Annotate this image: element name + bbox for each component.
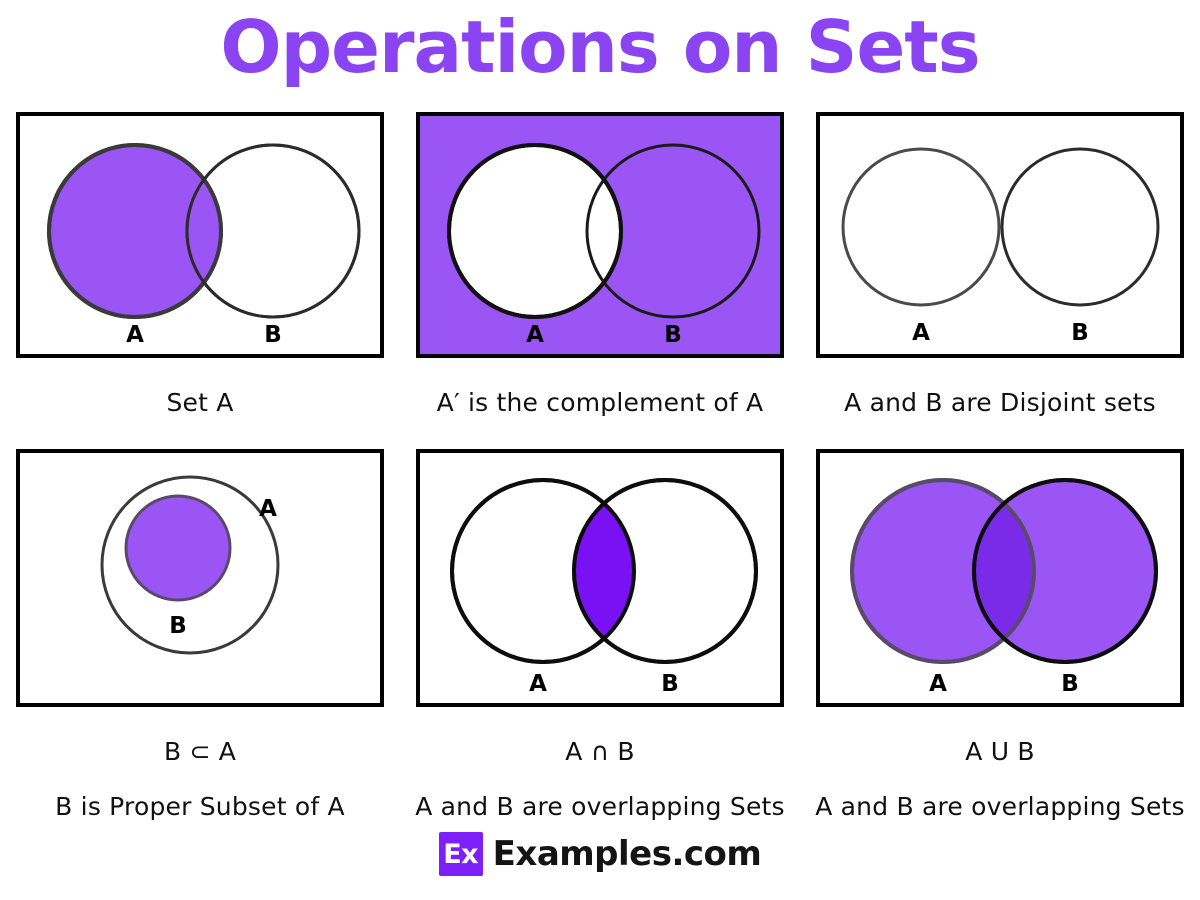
panel-union: A B A U B A and B are overlapping Sets bbox=[800, 449, 1200, 821]
caption-disjoint: A and B are Disjoint sets bbox=[844, 388, 1156, 417]
circle-a-outline bbox=[47, 143, 223, 319]
venn-diagram-complement: A B bbox=[416, 112, 784, 358]
panel-complement-of-a: A B A′ is the complement of A bbox=[400, 112, 800, 417]
caption-set-a: Set A bbox=[166, 388, 234, 417]
caption-union-formula: A U B bbox=[965, 737, 1035, 766]
overlap-region bbox=[974, 480, 1034, 662]
circle-b-outline bbox=[572, 478, 758, 664]
circle-a bbox=[100, 475, 280, 655]
caption-complement: A′ is the complement of A bbox=[436, 388, 764, 417]
venn-svg-set-a: A B bbox=[47, 143, 361, 348]
caption-subset-formula: B ⊂ A bbox=[163, 737, 237, 766]
venn-svg-intersection: A B bbox=[450, 478, 758, 697]
panel-intersection: A B A ∩ B A and B are overlapping Sets bbox=[400, 449, 800, 821]
circle-a bbox=[841, 147, 1001, 307]
venn-diagram-intersection: A B bbox=[416, 449, 784, 707]
circle-b-outline bbox=[972, 478, 1158, 664]
logo-wordmark: Examples.com bbox=[492, 834, 762, 874]
circle-b bbox=[585, 143, 761, 319]
circle-b bbox=[124, 494, 232, 602]
label-a: A bbox=[259, 496, 277, 522]
circle-a-outline bbox=[447, 143, 623, 319]
label-b: B bbox=[264, 322, 282, 348]
panel-grid: A B Set A A B A′ is the complement of A bbox=[0, 112, 1200, 821]
panel-disjoint-sets: A B A and B are Disjoint sets bbox=[800, 112, 1200, 417]
venn-svg-complement: A B bbox=[447, 143, 761, 348]
label-b: B bbox=[1071, 320, 1089, 346]
page-title: Operations on Sets bbox=[220, 5, 980, 89]
venn-diagram-set-a: A B bbox=[16, 112, 384, 358]
label-a: A bbox=[126, 322, 144, 348]
logo-mark-icon: Ex bbox=[438, 832, 483, 876]
venn-svg-union: A B bbox=[850, 478, 1158, 697]
label-a: A bbox=[912, 320, 930, 346]
caption-intersection-text: A and B are overlapping Sets bbox=[415, 792, 785, 821]
label-a: A bbox=[929, 671, 947, 697]
intersection-region bbox=[574, 480, 634, 662]
label-b: B bbox=[664, 322, 682, 348]
venn-diagram-disjoint: A B bbox=[816, 112, 1184, 358]
caption-subset-text: B is Proper Subset of A bbox=[55, 792, 345, 821]
label-a: A bbox=[526, 322, 544, 348]
site-logo[interactable]: Ex Examples.com bbox=[0, 832, 1200, 876]
venn-svg-disjoint: A B bbox=[841, 147, 1160, 346]
circle-a-outline bbox=[850, 478, 1036, 664]
label-b: B bbox=[1061, 671, 1079, 697]
venn-diagram-subset: A B bbox=[16, 449, 384, 707]
caption-union-text: A and B are overlapping Sets bbox=[815, 792, 1185, 821]
venn-svg-subset: A B bbox=[100, 475, 280, 655]
label-b: B bbox=[169, 613, 187, 639]
circle-b-outline bbox=[185, 143, 361, 319]
venn-diagram-union: A B bbox=[816, 449, 1184, 707]
label-a: A bbox=[529, 671, 547, 697]
circle-a-outline bbox=[450, 478, 636, 664]
caption-intersection-formula: A ∩ B bbox=[565, 737, 635, 766]
panel-set-a: A B Set A bbox=[0, 112, 400, 417]
circle-b bbox=[1000, 147, 1160, 307]
label-b: B bbox=[661, 671, 679, 697]
panel-proper-subset: A B B ⊂ A B is Proper Subset of A bbox=[0, 449, 400, 821]
